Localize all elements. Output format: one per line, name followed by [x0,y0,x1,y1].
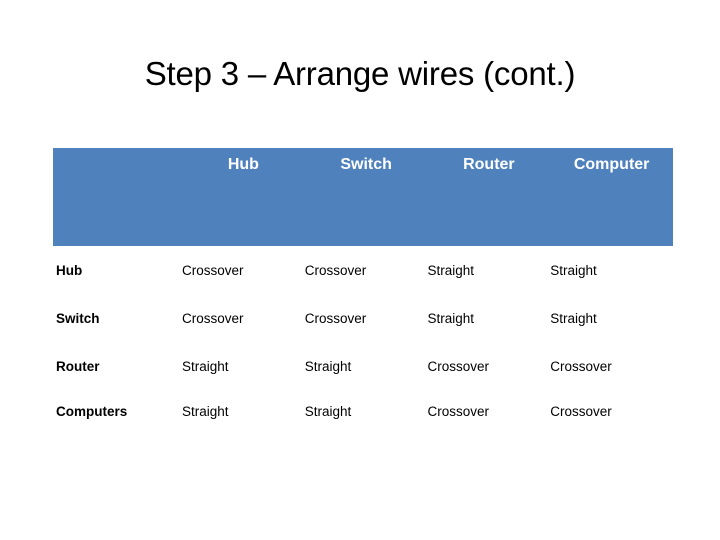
column-header-hub: Hub [182,148,305,246]
cell-switch-computer: Straight [550,294,673,342]
cell-router-hub: Straight [182,342,305,390]
cell-router-router: Crossover [427,342,551,390]
table-row: Router Straight Straight Crossover Cross… [53,342,673,390]
row-header-computers: Computers [53,390,182,432]
column-header-computer: Computer [550,148,673,246]
cell-router-switch: Straight [304,342,428,390]
table-header: Hub Switch Router Computer [53,148,673,246]
cell-switch-router: Straight [427,294,551,342]
row-header-router: Router [53,342,182,390]
table-body: Hub Crossover Crossover Straight Straigh… [53,246,673,432]
column-header-switch: Switch [304,148,428,246]
cell-computers-router: Crossover [427,390,551,432]
header-row: Hub Switch Router Computer [53,148,673,246]
column-header-router: Router [427,148,551,246]
cell-hub-router: Straight [427,246,551,294]
cell-computers-computer: Crossover [550,390,673,432]
cell-computers-switch: Straight [304,390,428,432]
table-corner-cell [53,148,182,246]
cell-computers-hub: Straight [182,390,305,432]
cell-router-computer: Crossover [550,342,673,390]
table-row: Switch Crossover Crossover Straight Stra… [53,294,673,342]
cell-hub-hub: Crossover [182,246,305,294]
cell-switch-hub: Crossover [182,294,305,342]
cell-switch-switch: Crossover [304,294,428,342]
table-row: Computers Straight Straight Crossover Cr… [53,390,673,432]
page-title: Step 3 – Arrange wires (cont.) [144,55,576,92]
row-header-switch: Switch [53,294,182,342]
row-header-hub: Hub [53,246,182,294]
cell-hub-computer: Straight [550,246,673,294]
cell-hub-switch: Crossover [304,246,428,294]
wire-type-matrix-table: Hub Switch Router Computer Hub Crossover… [53,148,673,432]
table-row: Hub Crossover Crossover Straight Straigh… [53,246,673,294]
